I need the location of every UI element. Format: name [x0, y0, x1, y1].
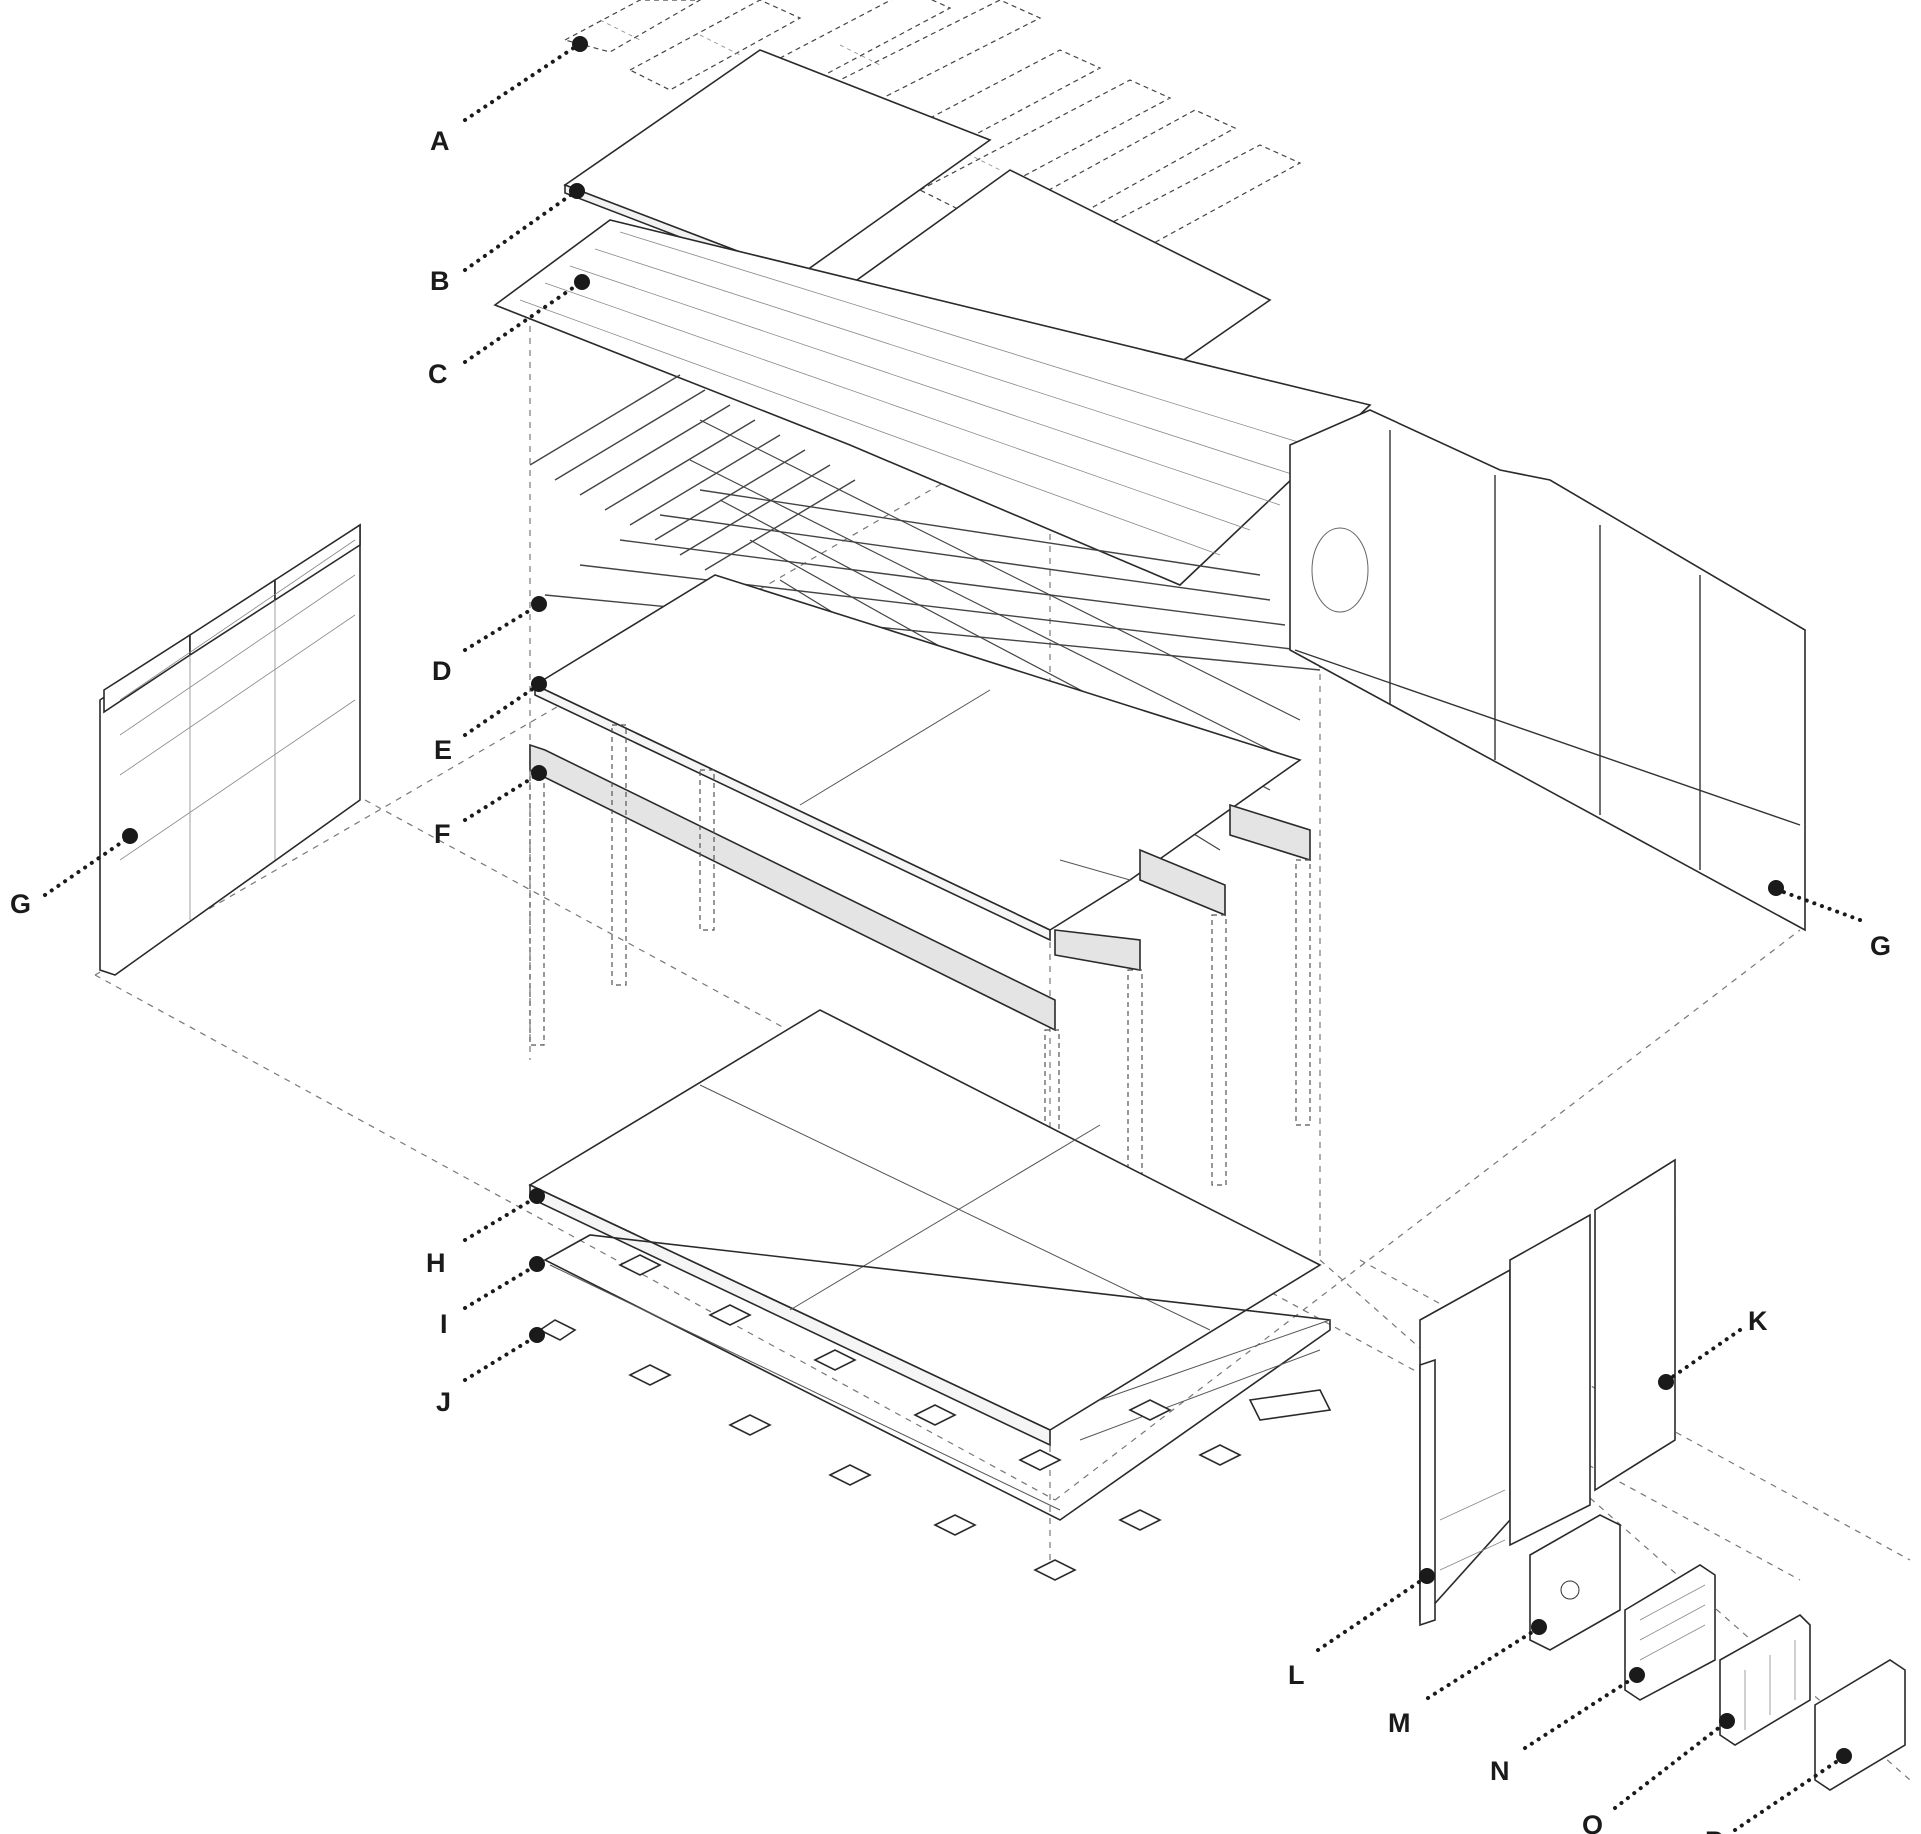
leader-dot-M — [1531, 1619, 1547, 1635]
roof-membrane — [493, 219, 1372, 586]
service-modules — [1529, 1514, 1906, 1791]
leader-P — [1733, 1756, 1844, 1832]
callout-label-J: J — [436, 1387, 451, 1417]
floor-frame — [543, 1234, 1332, 1521]
leaders — [43, 36, 1862, 1832]
guide-lines — [94, 290, 1911, 1781]
callout-label-G-right: G — [1870, 931, 1891, 961]
callout-label-A: A — [430, 126, 450, 156]
leader-dot-F — [531, 765, 547, 781]
leader-dot-H — [529, 1188, 545, 1204]
leader-L — [1316, 1576, 1427, 1652]
callout-label-K: K — [1748, 1306, 1768, 1336]
leader-H — [463, 1196, 537, 1242]
callout-label-C: C — [428, 359, 448, 389]
callout-label-P: P — [1705, 1826, 1723, 1834]
leader-dot-L — [1419, 1568, 1435, 1584]
leader-dot-G-left — [122, 828, 138, 844]
wall-panel-right — [1289, 409, 1806, 932]
wall-panel-front — [1419, 1158, 1676, 1623]
callout-label-D: D — [432, 656, 452, 686]
leader-G-right — [1776, 888, 1862, 922]
wall-panel-left — [99, 523, 361, 976]
leader-dot-A — [572, 36, 588, 52]
callout-label-H: H — [426, 1248, 446, 1278]
callout-label-G-left: G — [10, 889, 31, 919]
callout-label-I: I — [440, 1309, 448, 1339]
leader-I — [463, 1264, 537, 1310]
frame-beams-columns — [529, 724, 1311, 1301]
leader-dot-J — [529, 1327, 545, 1343]
leader-K — [1666, 1328, 1742, 1382]
leader-dot-D — [531, 596, 547, 612]
leader-O — [1613, 1721, 1727, 1810]
leader-A — [463, 43, 580, 122]
leader-dot-C — [574, 274, 590, 290]
callout-label-F: F — [434, 819, 451, 849]
callout-label-L: L — [1288, 1660, 1305, 1690]
leader-N — [1523, 1675, 1637, 1750]
leader-dot-B — [569, 183, 585, 199]
leader-E — [463, 684, 539, 737]
footing-blocks — [538, 1254, 1242, 1581]
leader-dot-N — [1629, 1667, 1645, 1683]
callout-labels: A B C D E F G G H I J K L M N O P — [10, 126, 1891, 1834]
leader-dot-P — [1836, 1748, 1852, 1764]
leader-F — [463, 773, 539, 822]
leader-B — [463, 190, 577, 272]
leader-dot-K — [1658, 1374, 1674, 1390]
leader-C — [463, 281, 582, 364]
ceiling-panels — [533, 574, 1302, 942]
leader-dot-E — [531, 676, 547, 692]
leader-G-left — [43, 836, 130, 897]
leader-dot-O — [1719, 1713, 1735, 1729]
callout-label-E: E — [434, 735, 452, 765]
leader-dot-G-right — [1768, 880, 1784, 896]
door-frame — [1419, 1358, 1436, 1627]
leader-M — [1426, 1627, 1539, 1700]
callout-label-M: M — [1388, 1708, 1411, 1738]
callout-label-B: B — [430, 266, 450, 296]
leader-D — [463, 604, 539, 652]
callout-label-N: N — [1490, 1756, 1510, 1786]
leader-J — [463, 1335, 537, 1382]
leader-dot-I — [529, 1256, 545, 1272]
callout-label-O: O — [1582, 1810, 1603, 1834]
